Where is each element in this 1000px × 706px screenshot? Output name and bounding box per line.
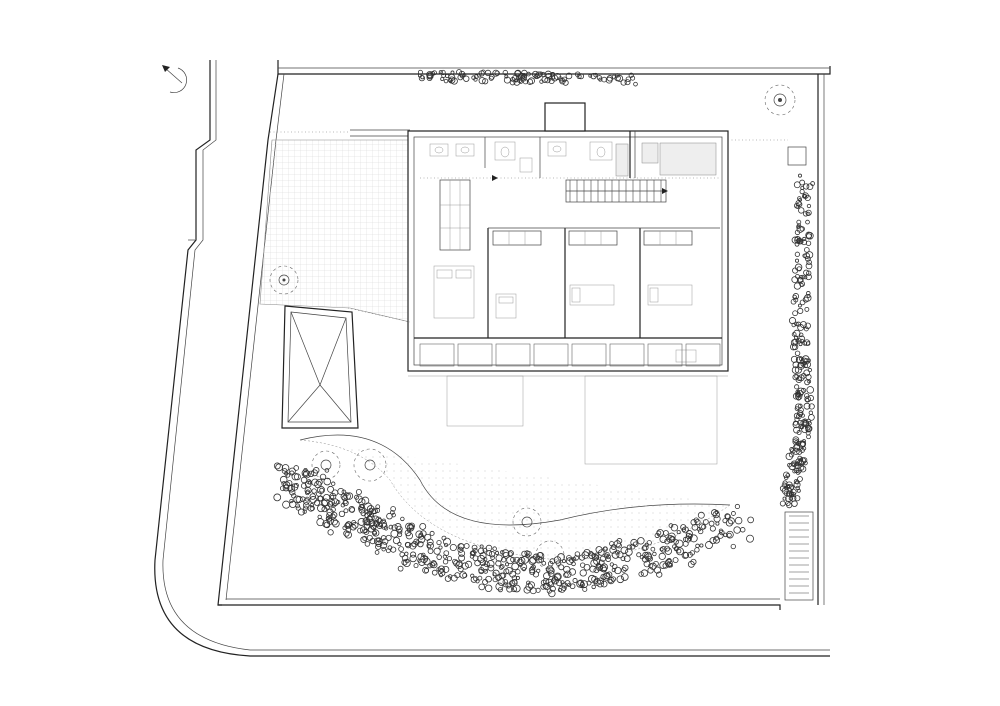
stair <box>565 179 668 203</box>
bed <box>647 284 693 306</box>
bathroom-row <box>429 131 717 178</box>
bed <box>495 293 517 319</box>
street-outline <box>154 60 830 657</box>
tree-symbol-icon <box>764 84 796 116</box>
garden-path <box>299 434 731 561</box>
bed <box>569 284 615 306</box>
shrub-cluster-icon <box>273 69 815 598</box>
bed <box>433 265 475 319</box>
tree-symbol-icon <box>311 450 341 480</box>
north-arrow-icon <box>162 65 187 93</box>
pergola <box>281 305 359 429</box>
tree-symbol-icon <box>269 265 299 295</box>
paved-courtyard <box>259 129 411 323</box>
house <box>407 102 729 465</box>
exterior-stair <box>784 511 814 601</box>
